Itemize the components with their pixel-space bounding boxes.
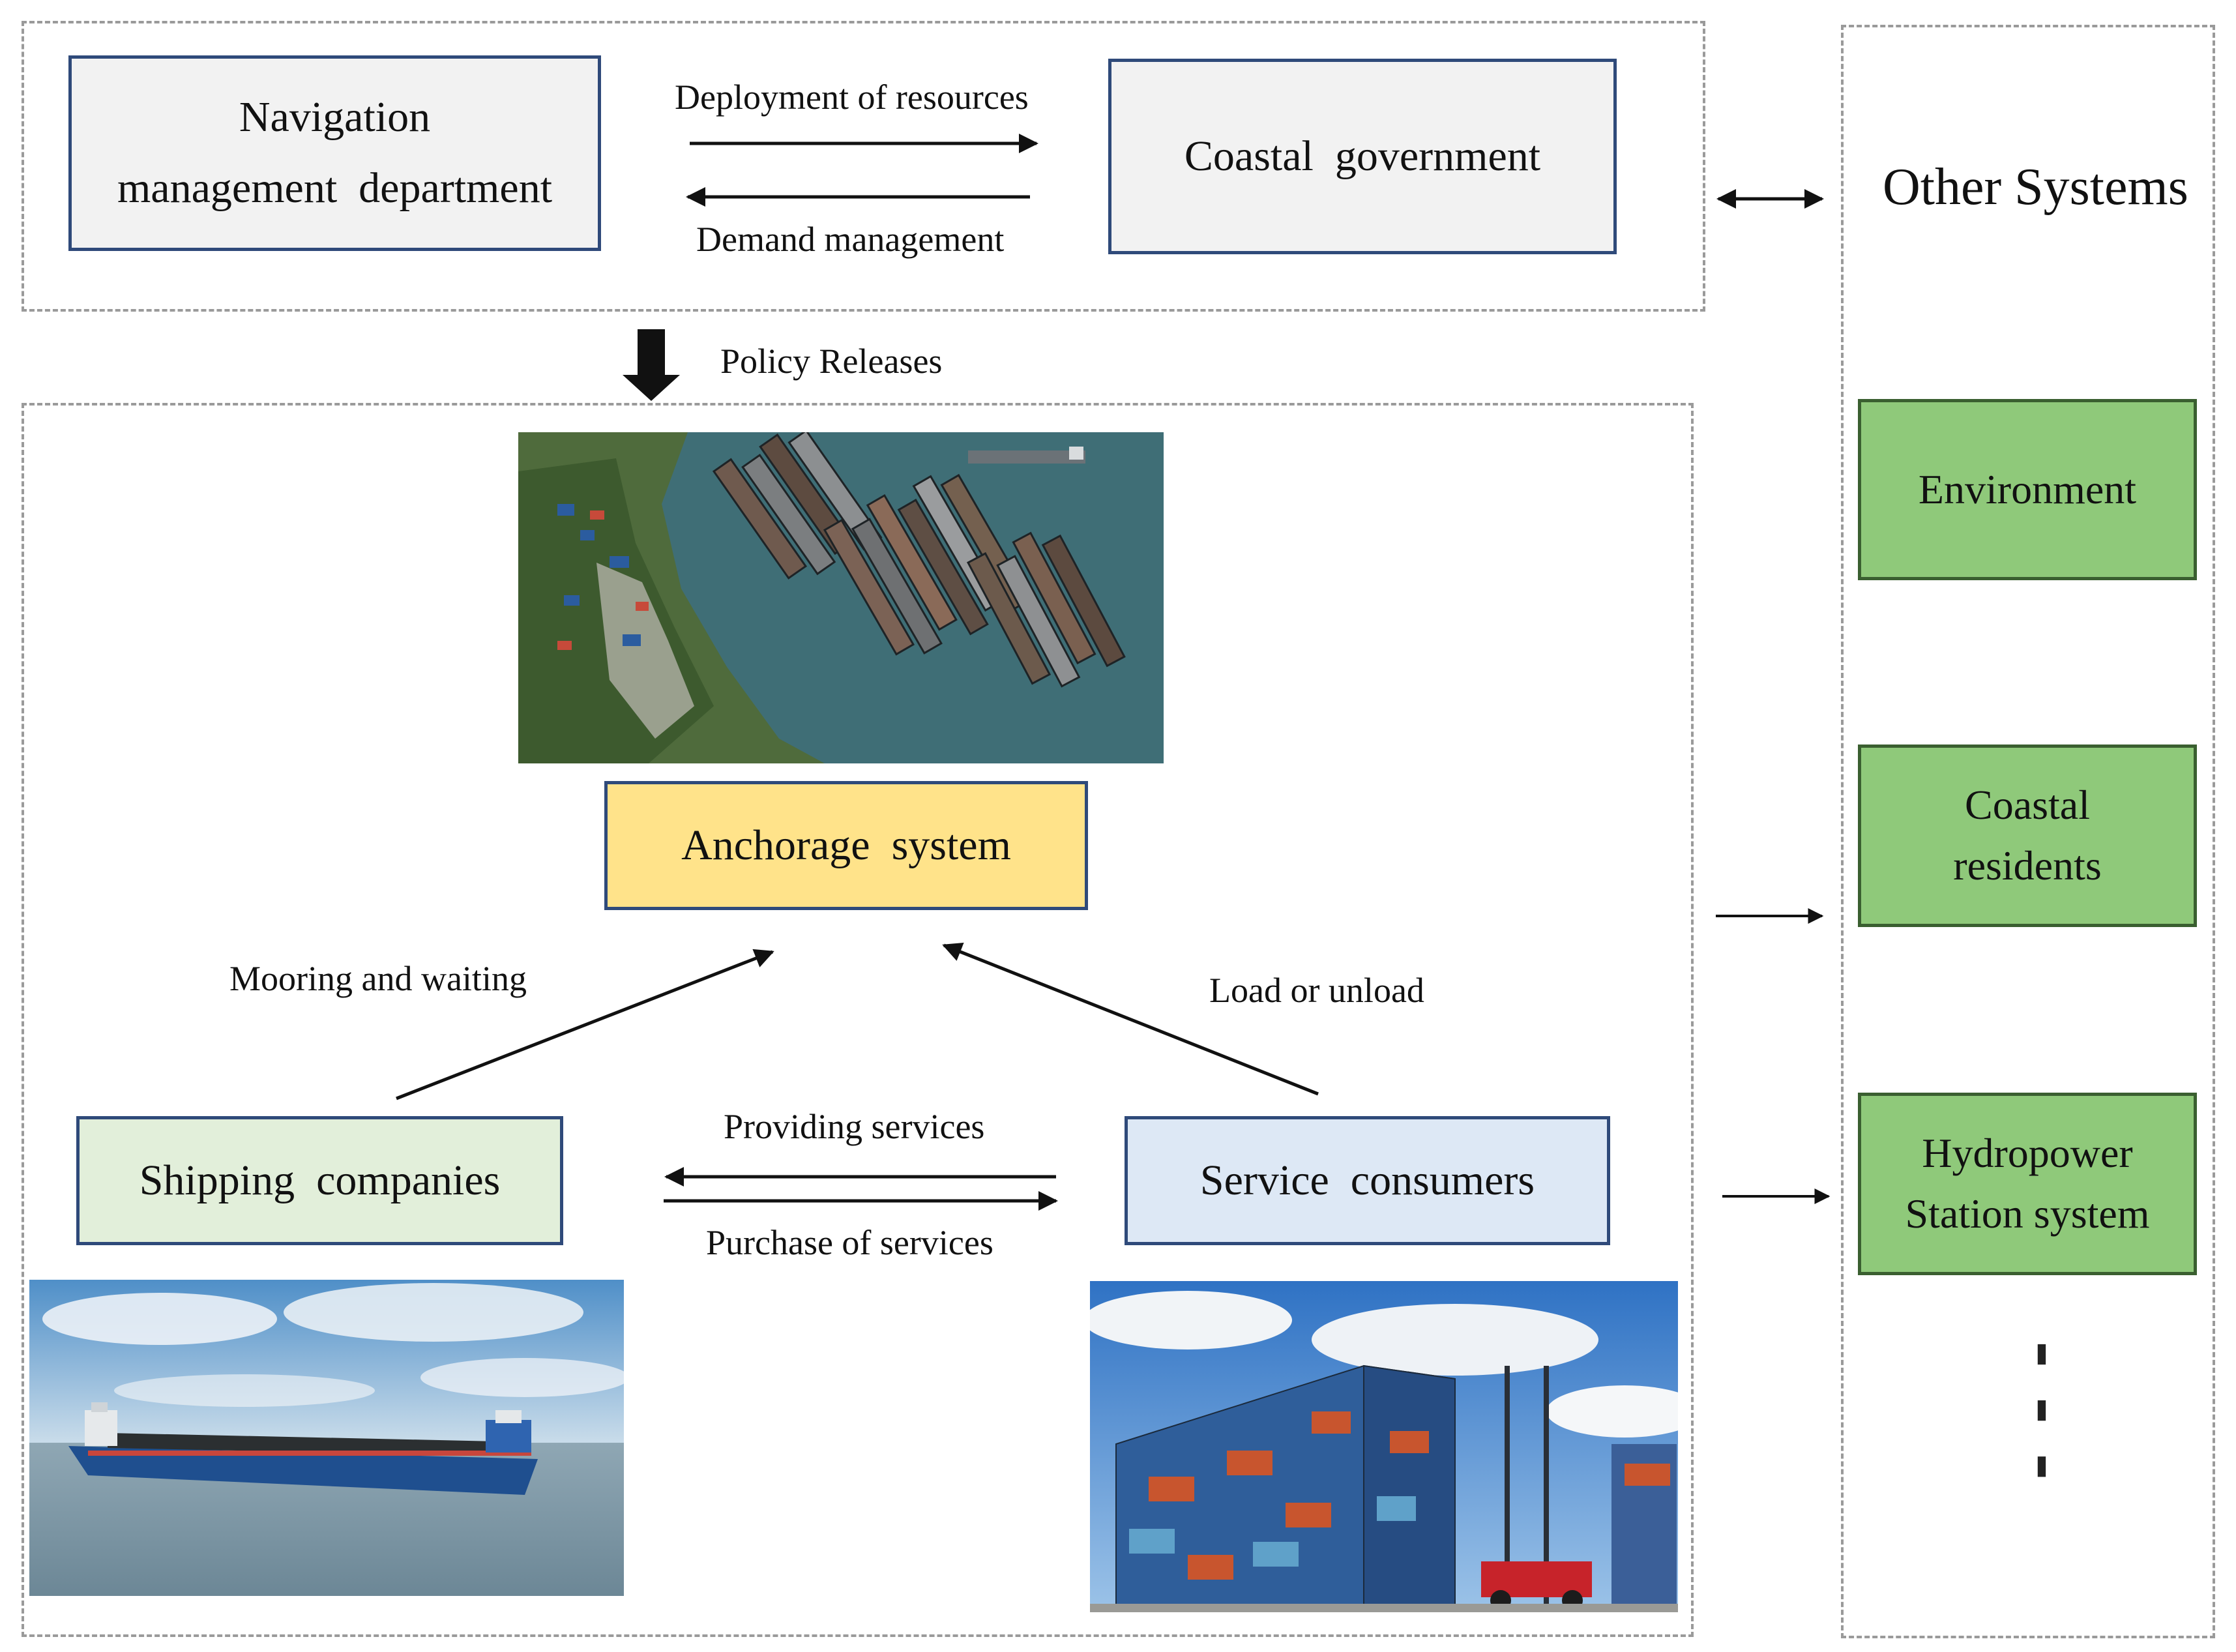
- coastal-residents-line1: Coastal: [1965, 782, 2090, 829]
- coastal-residents-line2: residents: [1953, 842, 2102, 889]
- mooring-label: Mooring and waiting: [229, 959, 527, 998]
- purchase-services-label: Purchase of services: [706, 1223, 993, 1262]
- harbor-aerial-photo: [518, 432, 1164, 763]
- navigation-box-line1: Navigation: [239, 93, 431, 141]
- coastal-government-box: Coastal government: [1108, 59, 1617, 254]
- main-group-border: [22, 403, 1694, 1637]
- container-yard-photo: [1090, 1281, 1678, 1612]
- hydropower-station-box: Hydropower Station system: [1858, 1093, 2197, 1275]
- hydropower-line2: Station system: [1905, 1190, 2150, 1237]
- service-label: Service consumers: [1199, 1157, 1535, 1205]
- coastal-residents-box: Coastal residents: [1858, 745, 2197, 927]
- providing-services-label: Providing services: [724, 1107, 985, 1146]
- policy-releases-label: Policy Releases: [720, 342, 943, 381]
- load-unload-label: Load or unload: [1209, 971, 1424, 1010]
- coastal-government-label: Coastal government: [1184, 132, 1541, 181]
- shipping-companies-box: Shipping companies: [76, 1116, 563, 1245]
- anchorage-label: Anchorage system: [681, 821, 1011, 870]
- load-arrow: [942, 943, 1319, 1096]
- cargo-ship-photo: [29, 1280, 624, 1596]
- navigation-department-box: Navigation management department: [68, 55, 601, 251]
- environment-box: Environment: [1858, 399, 2197, 580]
- deployment-label: Deployment of resources: [675, 78, 1029, 117]
- environment-label: Environment: [1918, 465, 2137, 512]
- demand-label: Demand management: [696, 220, 1005, 259]
- top-group-border: [22, 21, 1705, 312]
- policy-down-arrow: [623, 329, 680, 401]
- hydropower-line1: Hydropower: [1922, 1130, 2133, 1177]
- anchorage-system-box: Anchorage system: [604, 781, 1088, 910]
- mooring-arrow: [396, 949, 774, 1100]
- service-consumers-box: Service consumers: [1125, 1116, 1610, 1245]
- other-systems-border: [1841, 25, 2215, 1638]
- other-systems-title: Other Systems: [1883, 158, 2188, 216]
- navigation-box-line2: management department: [117, 164, 553, 212]
- shipping-label: Shipping companies: [139, 1157, 501, 1205]
